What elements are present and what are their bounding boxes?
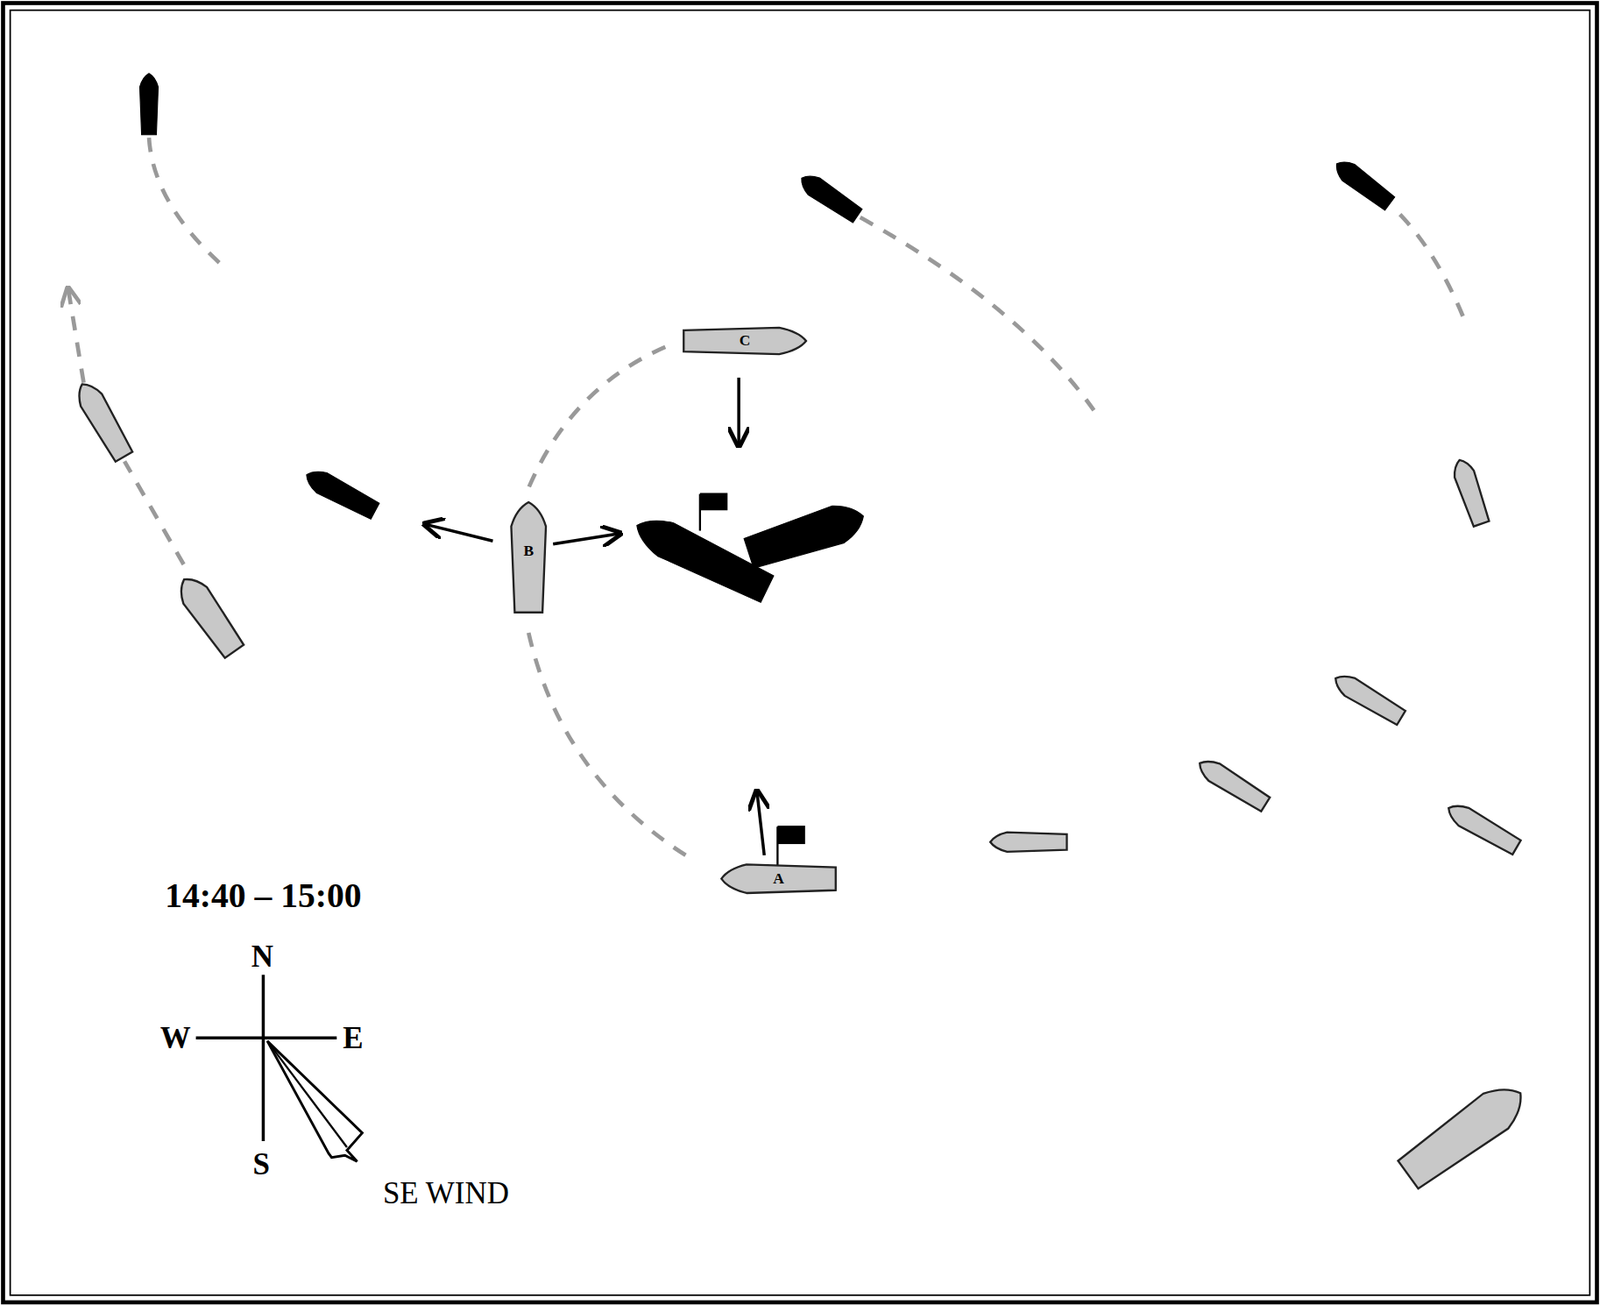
movement-arrows [426,377,765,856]
grey-ships [71,377,1534,1192]
wind-label: SE WIND [382,1177,510,1209]
flags [700,492,806,865]
ship-node: A [721,863,836,893]
compass-letter: W [160,1022,192,1054]
ship-node: B [510,502,546,613]
compass [196,974,363,1162]
ship-letter: A [772,870,785,886]
ship-letter: B [523,543,534,559]
track-lines [68,137,1466,856]
compass-letter: S [252,1148,270,1180]
frame-inner [10,10,1591,1296]
ship-node: C [683,327,807,354]
compass-letter: E [342,1022,363,1054]
ship-letter: C [739,332,751,348]
black-ships [140,73,1397,606]
compass-letter: N [251,941,274,972]
time-label: 14:40 – 15:00 [164,878,362,914]
